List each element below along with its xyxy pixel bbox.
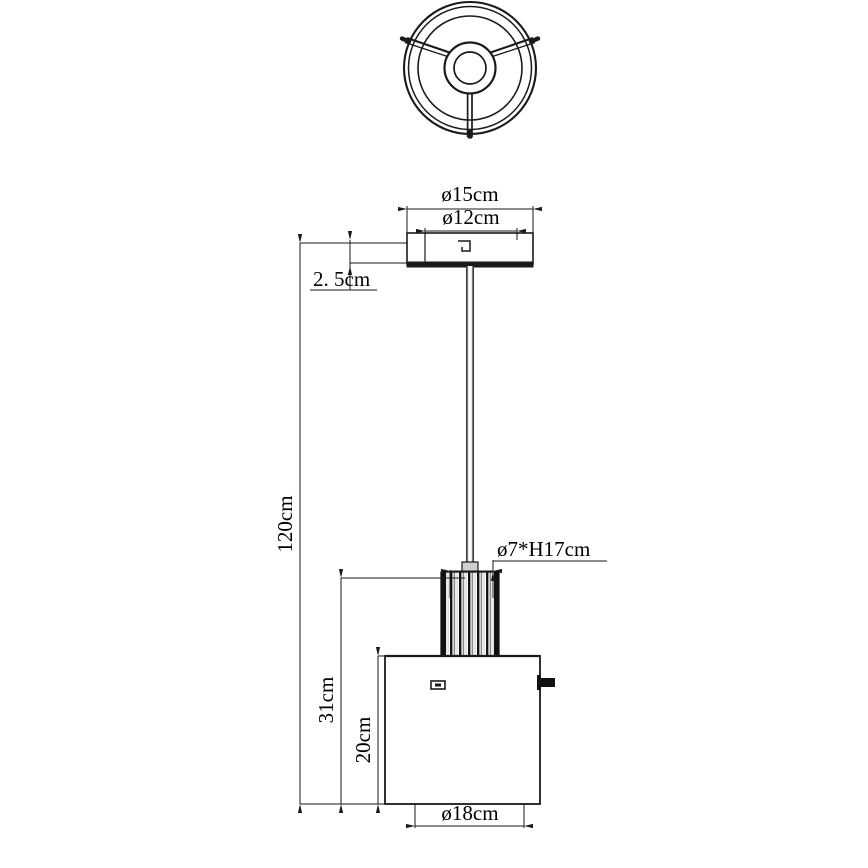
top-view xyxy=(399,0,541,139)
dim-label-canopy-inner-diameter: ø12cm xyxy=(442,205,499,229)
suspension-cord xyxy=(466,266,474,568)
dimension-shade-diameter: ø18cm xyxy=(406,801,533,829)
spoke-upper-left-tip xyxy=(399,36,412,44)
dim-label-shade-diameter: ø18cm xyxy=(441,801,498,825)
dim-label-canopy-outer-diameter: ø15cm xyxy=(441,182,498,206)
dimension-canopy-outer-diameter: ø15cm xyxy=(398,182,542,264)
dim-label-shade-height: 20cm xyxy=(351,717,375,764)
dim-label-socket-size: ø7*H17cm xyxy=(497,537,590,561)
dim-label-total-drop-height: 120cm xyxy=(273,495,297,552)
spoke-upper-right-tip xyxy=(528,36,541,44)
dimension-socket-width-bracket xyxy=(441,568,502,598)
top-view-shade-circle xyxy=(417,15,523,121)
dimension-total-drop-height: 120cm xyxy=(273,234,407,813)
dimension-shade-height: 20cm xyxy=(351,647,385,813)
top-view-hub-inner xyxy=(453,51,487,85)
lamp-shade xyxy=(384,654,555,805)
socket-ribbed-body xyxy=(440,571,500,657)
shade-face-marking xyxy=(430,680,446,690)
top-view-spokes xyxy=(399,36,541,139)
dim-label-fixture-height: 31cm xyxy=(314,677,338,724)
dimension-socket-size: ø7*H17cm xyxy=(490,537,607,581)
canopy-center-notch xyxy=(458,240,471,252)
dimension-canopy-inner-diameter: ø12cm xyxy=(416,205,526,240)
shade-body xyxy=(384,655,541,805)
spoke-upper-right xyxy=(487,37,534,55)
lamp-socket xyxy=(440,561,500,657)
canopy xyxy=(406,232,534,268)
cord-body xyxy=(466,266,474,568)
shade-side-tab xyxy=(540,678,555,687)
dim-label-canopy-height: 2. 5cm xyxy=(313,267,370,291)
spoke-upper-left xyxy=(406,37,453,55)
dimension-canopy-height: 2. 5cm xyxy=(310,231,407,291)
dimension-fixture-height: 31cm xyxy=(314,569,465,813)
top-view-outer-circle-inner xyxy=(407,5,533,131)
